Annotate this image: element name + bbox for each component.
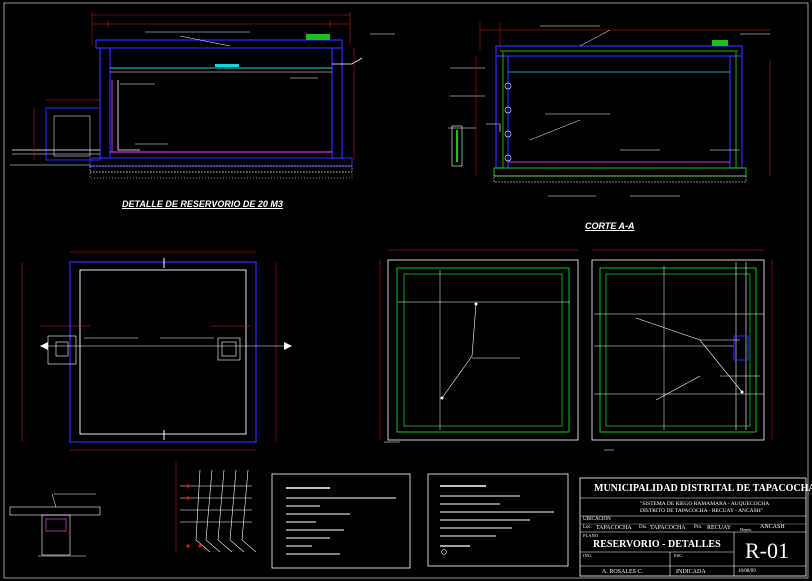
rebar-bending-detail [175,462,257,553]
title-block-province: RECUAY [707,525,732,531]
title-block-scale-label: ESC. [674,553,684,558]
title-block-plan-label: PLANO [583,533,599,538]
notes-box-2 [427,473,569,567]
title-block-date: 10/08/09 [738,569,756,574]
title-block-plan-title: RESERVORIO - DETALLES [593,539,721,550]
title-block-district: TAPACOCHA [650,525,686,531]
title-block-locality: TAPACOCHA [596,525,632,531]
title-block-department-label: Depto. [740,527,753,532]
plan-view [21,251,292,451]
title-block-sheet-number: R-01 [745,538,789,563]
section-aa-title: CORTE A-A [585,221,635,231]
title-block-department: ANCASH [760,524,785,530]
title-block-project-line2: DISTRITO DE TAPACOCHA - RECUAY - ANCASH" [640,508,763,514]
sheet-border [3,2,809,579]
wall-section-detail [9,493,101,557]
section-aa [448,22,771,197]
reservoir-elevation [10,12,395,179]
floor-slab-reinforcement [591,249,773,451]
title-block-owner: MUNICIPALIDAD DISTRITAL DE TAPACOCHA [594,483,812,494]
notes-box-1 [271,473,411,569]
title-block-scale: INDICADA [676,569,706,575]
title-block-location-label: UBICACION [583,517,611,522]
title-block-engineer-label: ING. [583,553,593,558]
title-block-province-label: Pro. [694,525,703,530]
title-block-district-label: Dis. [639,525,648,530]
title-block-project-line1: "SISTEMA DE RIEGO RAMAMARA - AUQUECOCHA [640,501,770,507]
title-block-engineer: A. ROSALES C. [602,569,644,575]
title-block-frame [579,477,807,577]
reservoir-detail-title: DETALLE DE RESERVORIO DE 20 M3 [122,199,283,209]
roof-slab-reinforcement [379,249,579,443]
title-block-locality-label: Loc. [583,525,593,530]
